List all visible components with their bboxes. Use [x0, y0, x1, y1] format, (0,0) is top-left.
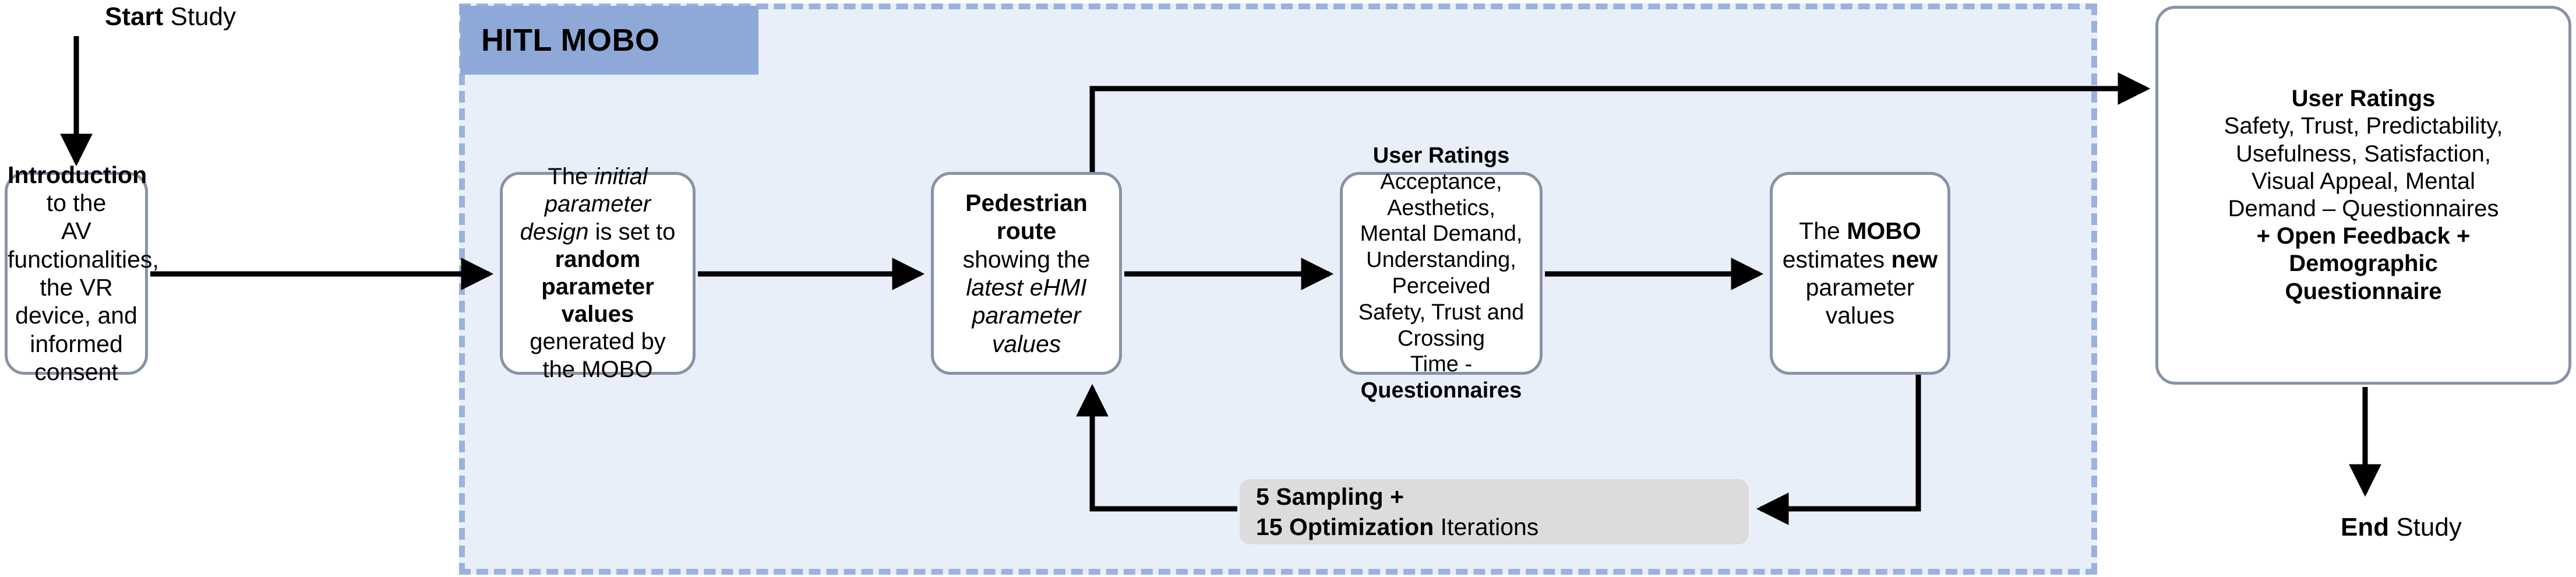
- hitl-mobo-panel-title: HITL MOBO: [460, 6, 758, 75]
- end-study-bold: End: [2341, 513, 2390, 541]
- iteration-count-label: 5 Sampling +15 Optimization Iterations: [1240, 479, 1749, 544]
- end-study-rest: Study: [2389, 513, 2462, 541]
- start-study-bold: Start: [105, 2, 164, 31]
- iteration-count-label-text: 5 Sampling +15 Optimization Iterations: [1256, 483, 1539, 540]
- end-study-label: End Study: [2341, 513, 2462, 542]
- start-study-label: Start Study: [105, 2, 236, 31]
- hitl-mobo-panel-title-text: HITL MOBO: [481, 23, 660, 58]
- start-study-rest: Study: [163, 2, 236, 31]
